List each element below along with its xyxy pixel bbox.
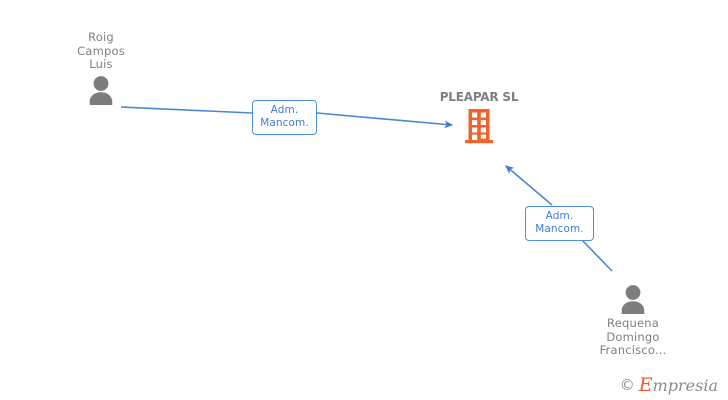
brand-rest: mpresia [652,376,718,395]
edge-label-to-company [316,112,454,129]
person-icon [621,285,645,314]
copyright-icon: © [619,376,635,394]
edge-roig-to-label [120,106,253,114]
brand-logo-empresia: Empresia [638,374,718,396]
company-name-label: PLEAPAR SL [439,90,519,104]
person-name-label: Requena Domingo Francisco... [599,316,667,357]
person-node-requena-domingo-francisco[interactable]: Requena Domingo Francisco... [563,284,703,358]
relation-label-roig-campos-luis[interactable]: Adm. Mancom. [252,100,317,135]
person-name-label: Roig Campos Luis [77,30,125,71]
edge-label-to-company-bottom [505,165,553,206]
person-icon [89,75,113,105]
relation-label-requena-domingo-francisco[interactable]: Adm. Mancom. [525,206,594,241]
watermark: © Empresia [619,374,718,396]
brand-initial: E [638,374,653,396]
edge-requena-to-label [579,237,613,272]
person-node-roig-campos-luis[interactable]: Roig Campos Luis [31,30,171,105]
company-node-pleapar-sl[interactable]: PLEAPAR SL [404,90,554,144]
building-icon [465,109,493,144]
